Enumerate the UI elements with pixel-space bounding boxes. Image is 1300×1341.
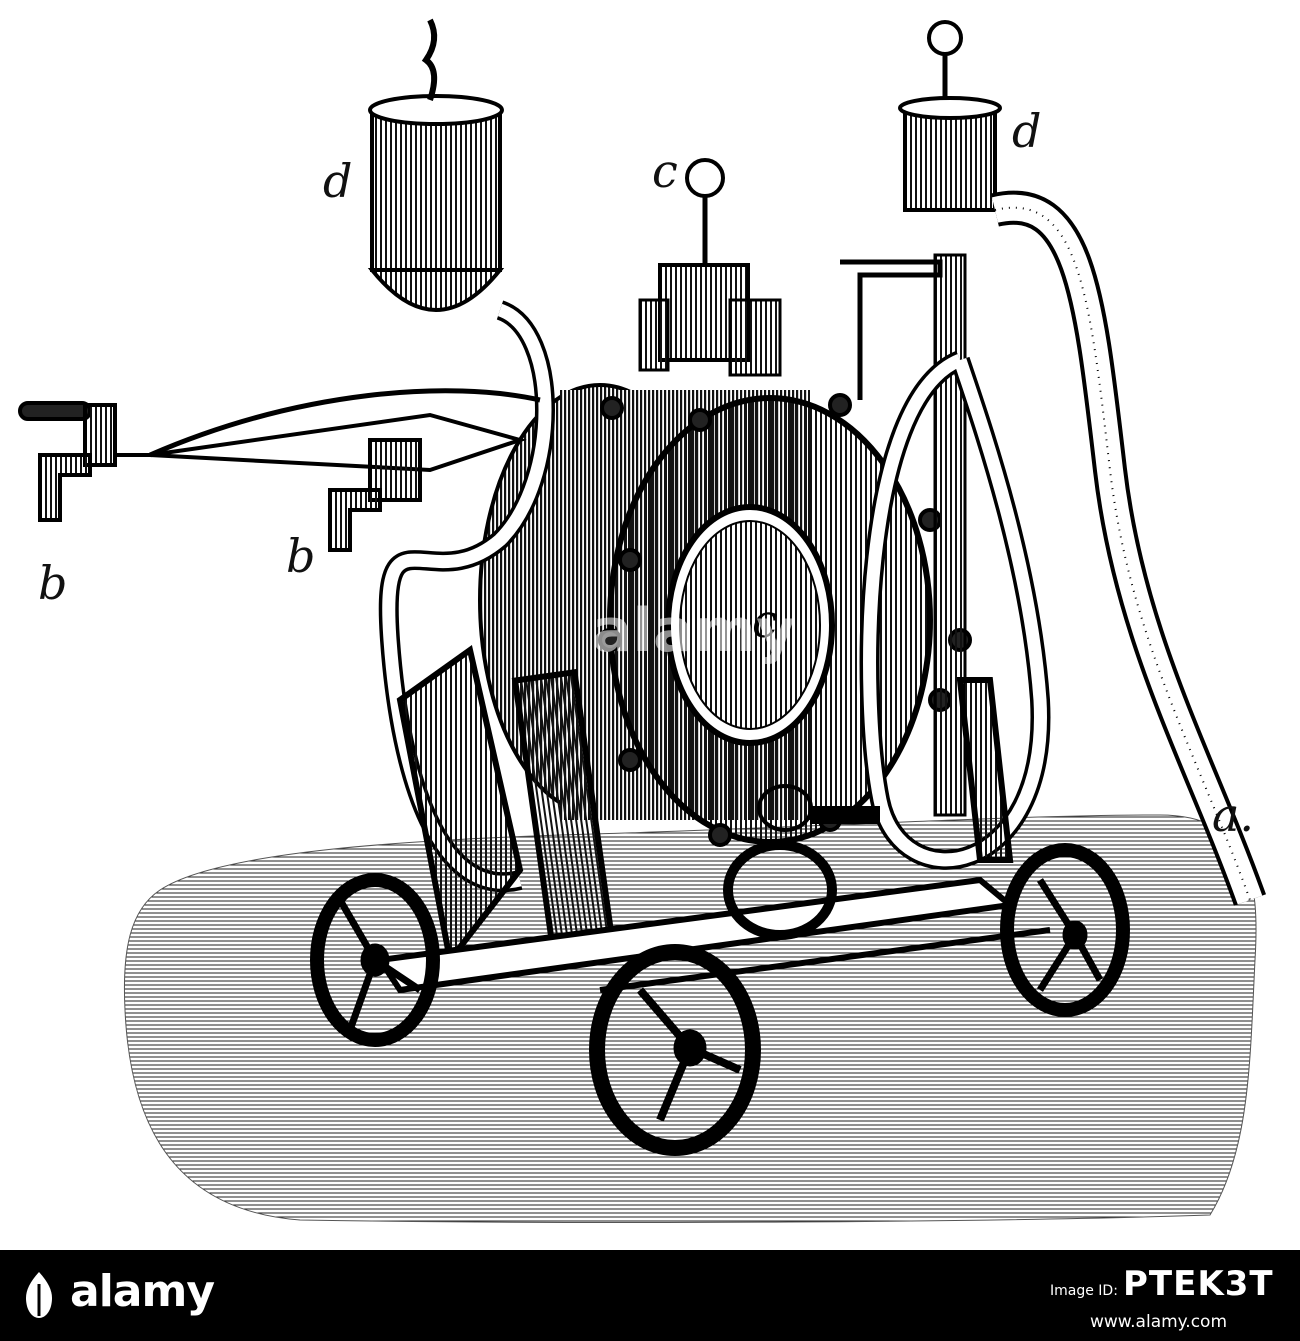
image-id: Image ID: PTEK3T — [1050, 1264, 1274, 1304]
stock-footer: alamy Image ID: PTEK3T www.alamy.com — [0, 1250, 1300, 1341]
watermark: alamy — [592, 596, 796, 666]
ground-shadow — [123, 814, 1257, 1223]
label-d-right: d — [1012, 104, 1042, 158]
label-d-left: d — [323, 154, 353, 208]
center-pressure-gauge — [685, 158, 725, 198]
label-a: a. — [1212, 788, 1255, 842]
wheel-back-middle — [723, 840, 837, 940]
engraving-filter-apparatus — [18, 18, 1267, 1223]
label-b-mid: b — [286, 529, 316, 583]
drain-valve — [757, 784, 813, 832]
middle-tap — [328, 438, 422, 552]
label-c-top: c — [652, 144, 678, 198]
alamy-logo-text: alamy — [70, 1266, 215, 1317]
wheel-front-left — [310, 873, 440, 1047]
wheel-back-right — [1000, 843, 1130, 1017]
image-id-value: PTEK3T — [1123, 1264, 1274, 1304]
left-canister — [370, 108, 502, 272]
wheel-front-center — [589, 944, 761, 1156]
site-url: www.alamy.com — [1090, 1312, 1228, 1332]
right-pressure-gauge — [927, 20, 963, 56]
tap-manifold — [149, 412, 527, 473]
left-tap — [18, 401, 150, 522]
label-b-left: b — [38, 556, 68, 610]
alamy-logo-icon — [26, 1272, 52, 1318]
label-c-center: c — [752, 594, 778, 648]
image-id-label: Image ID: — [1050, 1283, 1118, 1299]
right-canister — [903, 108, 997, 212]
